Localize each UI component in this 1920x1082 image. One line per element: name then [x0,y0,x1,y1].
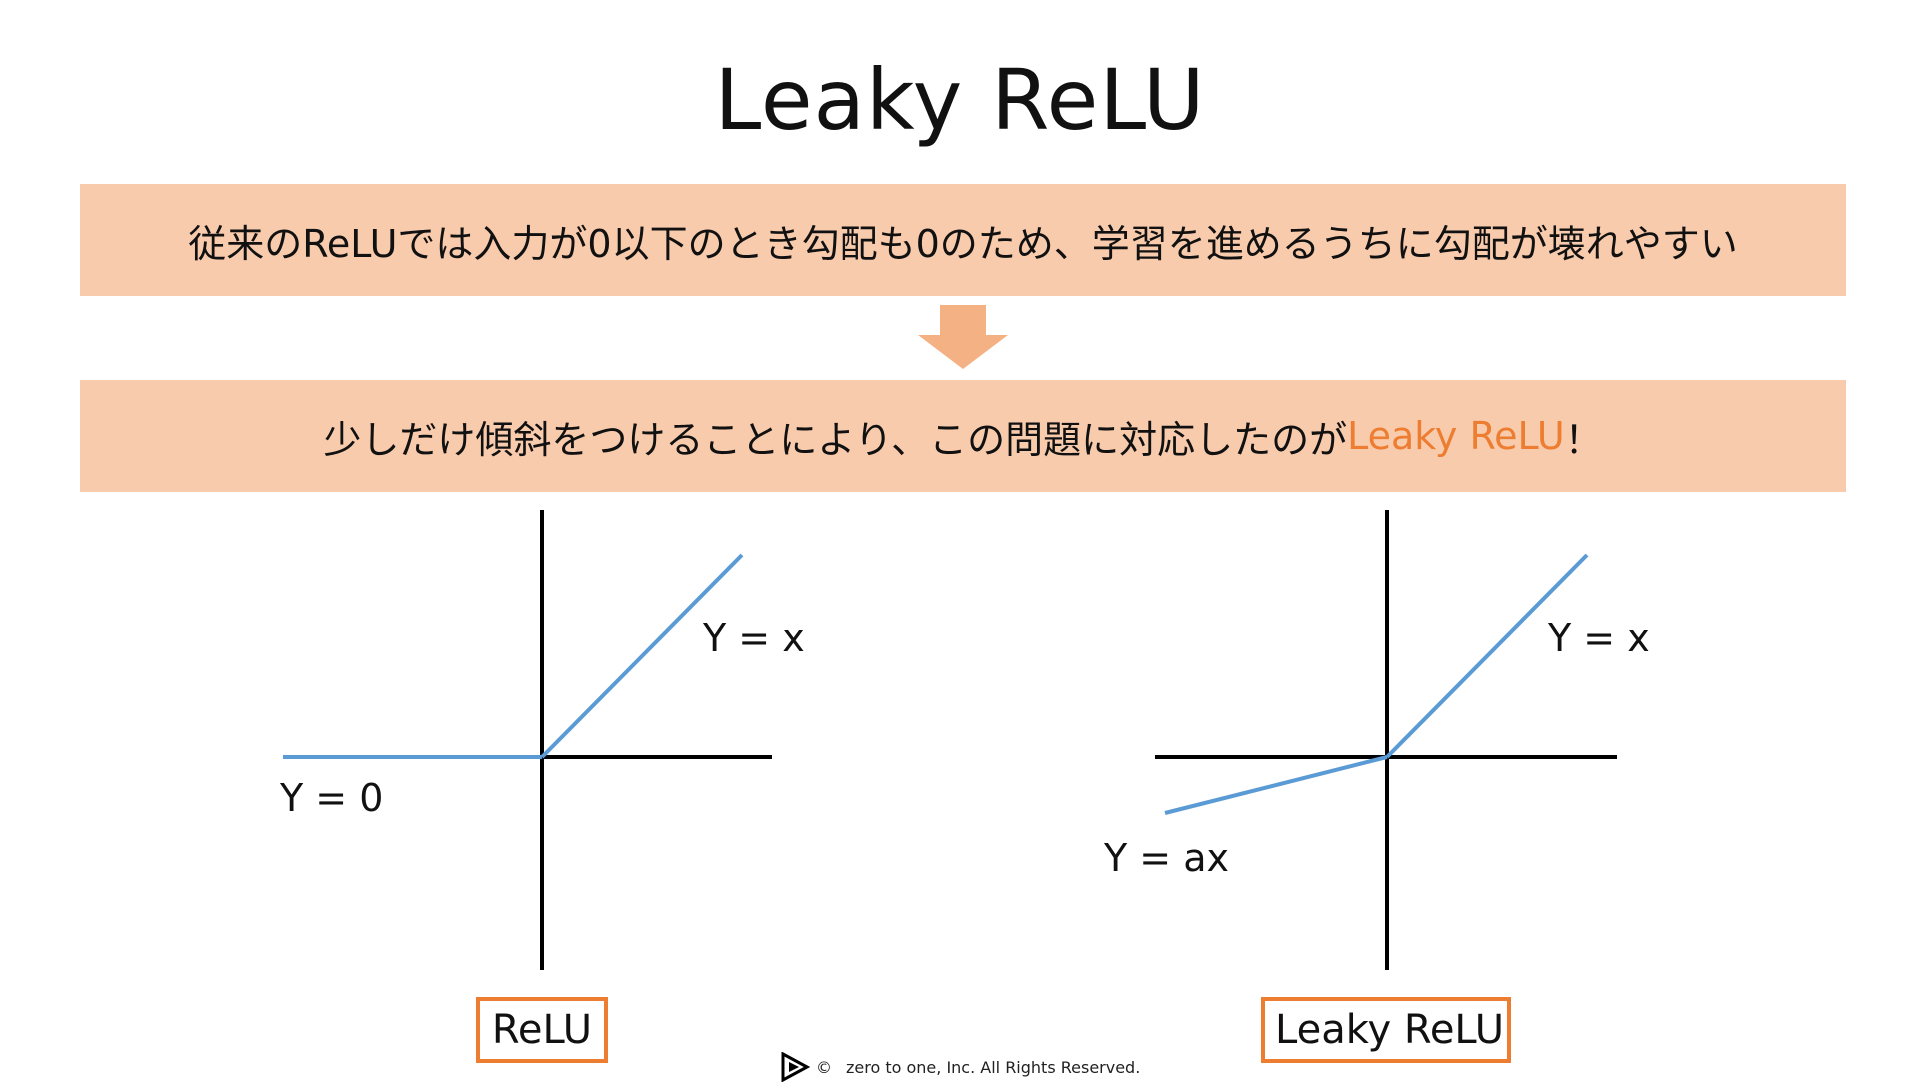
problem-band: 従来のReLUでは入力が0以下のとき勾配も0のため、学習を進めるうちに勾配が壊れ… [80,184,1846,296]
leaky-relu-positive-equation: Y = x [1548,616,1650,660]
relu-positive-equation: Y = x [703,616,805,660]
relu-graph [283,510,772,970]
leaky-relu-label: Leaky ReLU [1261,997,1511,1063]
down-arrow-icon [918,305,1008,369]
relu-positive-line [540,553,744,759]
footer-text: zero to one, Inc. All Rights Reserved. [846,1057,1141,1077]
page-title: Leaky ReLU [714,51,1206,149]
play-logo-icon [781,1052,810,1082]
solution-text: 少しだけ傾斜をつけることにより、この問題に対応したのが [323,417,1348,462]
leaky-relu-negative-line [1164,755,1388,815]
copyright-symbol: © [816,1057,832,1077]
solution-accent-text: Leaky ReLU [1347,414,1565,458]
relu-negative-equation: Y = 0 [280,776,384,820]
relu-label: ReLU [476,997,608,1063]
leaky-relu-negative-equation: Y = ax [1104,836,1229,880]
solution-exclamation: ！ [1564,417,1603,462]
problem-text: 従来のReLUでは入力が0以下のとき勾配も0のため、学習を進めるうちに勾配が壊れ… [188,221,1738,266]
footer: © zero to one, Inc. All Rights Reserved. [780,1052,1140,1082]
leaky-relu-graph [1155,510,1617,970]
leaky-relu-positive-line [1385,553,1589,759]
